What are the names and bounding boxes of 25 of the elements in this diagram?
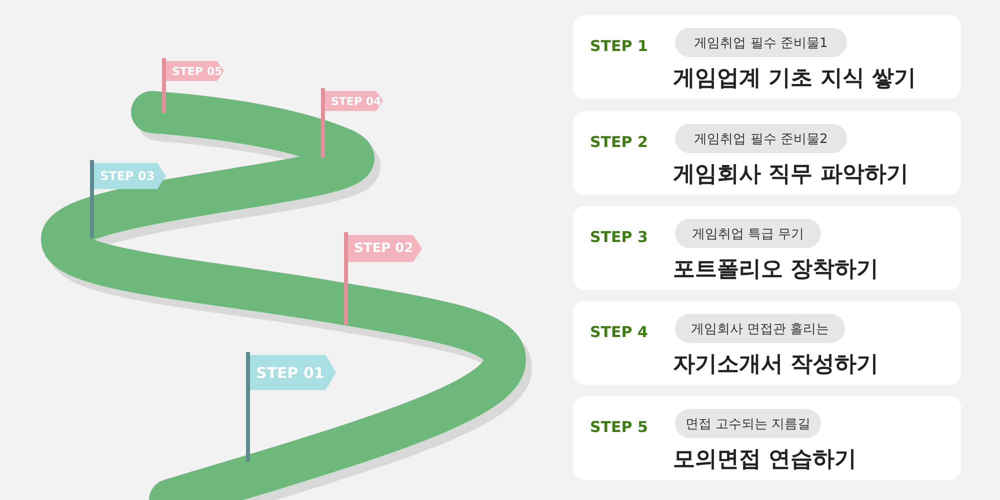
step-label: STEP 1 bbox=[590, 37, 648, 55]
step-title: 게임회사 직무 파악하기 bbox=[673, 161, 908, 189]
flag: STEP 02 bbox=[348, 235, 422, 262]
step-label: STEP 5 bbox=[590, 418, 648, 436]
step-card bbox=[573, 206, 961, 290]
tag-pill: 게임취업 필수 준비물1 bbox=[675, 28, 847, 57]
step-title: 모의면접 연습하기 bbox=[673, 446, 857, 474]
flag: STEP 01 bbox=[250, 355, 336, 390]
step-title: 자기소개서 작성하기 bbox=[673, 351, 879, 379]
step-card bbox=[573, 301, 961, 385]
flag: STEP 05 bbox=[166, 61, 224, 81]
step-card bbox=[573, 15, 961, 99]
step-label: STEP 4 bbox=[590, 323, 648, 341]
flag: STEP 04 bbox=[325, 91, 383, 111]
tag-pill: 게임취업 필수 준비물2 bbox=[675, 124, 847, 153]
step-card bbox=[573, 111, 961, 195]
step-title: 게임업계 기초 지식 쌓기 bbox=[673, 65, 916, 93]
tag-pill: 게임취업 특급 무기 bbox=[675, 219, 821, 248]
step-label: STEP 3 bbox=[590, 228, 648, 246]
step-card bbox=[573, 396, 961, 480]
flag: STEP 03 bbox=[94, 163, 166, 189]
step-title: 포트폴리오 장착하기 bbox=[673, 256, 879, 284]
tag-pill: 면접 고수되는 지름길 bbox=[675, 409, 821, 438]
tag-pill: 게임회사 면접관 홀리는 bbox=[675, 314, 845, 343]
step-label: STEP 2 bbox=[590, 133, 648, 151]
